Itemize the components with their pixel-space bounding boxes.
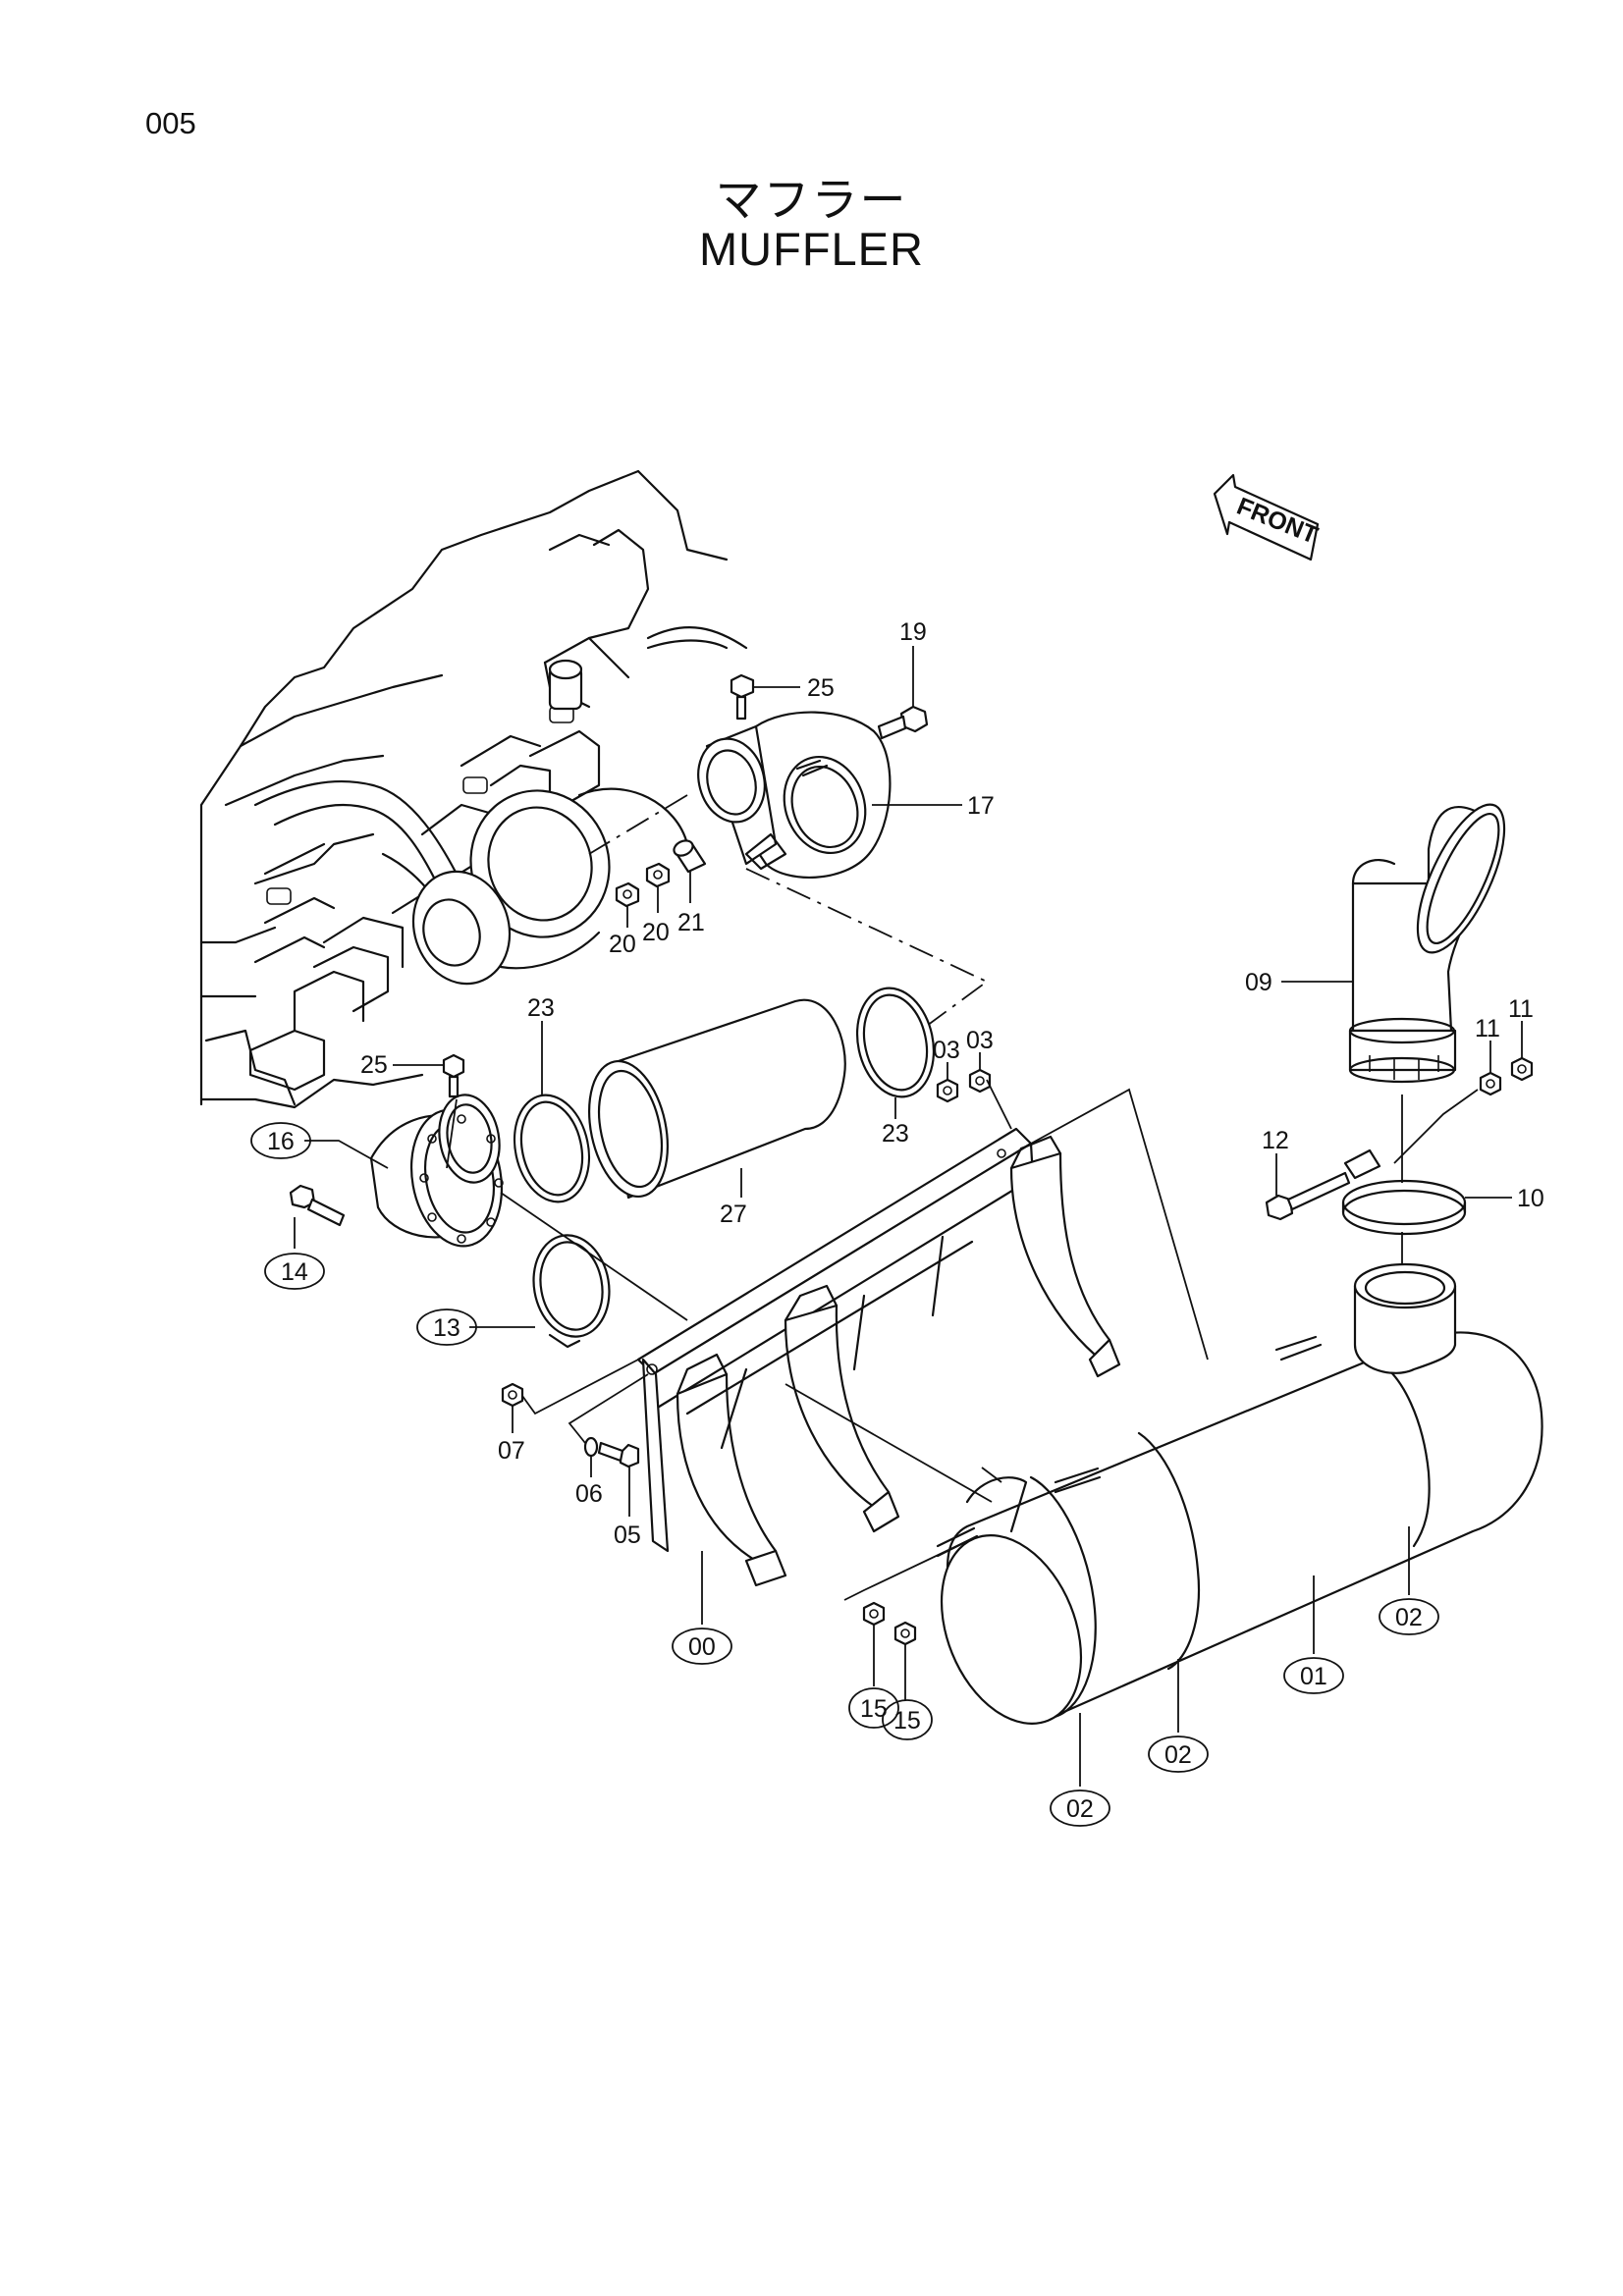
callout-20-a: 20	[609, 931, 636, 958]
turbocharger	[411, 787, 689, 986]
callout-23-left: 23	[527, 994, 555, 1022]
exhaust-stack-09	[1348, 803, 1506, 1084]
bolt-05	[597, 1441, 640, 1468]
callout-09: 09	[1245, 969, 1272, 996]
nut-11-b	[1510, 1056, 1534, 1082]
nut-15-b	[893, 1621, 917, 1646]
callout-00: 00	[688, 1633, 716, 1661]
ring-23-right	[855, 987, 936, 1098]
engine-block	[199, 469, 748, 1109]
callout-14: 14	[281, 1258, 308, 1286]
clamp-13	[532, 1234, 611, 1349]
callout-11-b: 11	[1508, 995, 1534, 1023]
clamp-10	[1341, 1148, 1467, 1236]
front-direction-arrow: FRONT	[1213, 473, 1322, 561]
page-code: 005	[145, 106, 196, 140]
callout-27: 27	[720, 1201, 747, 1228]
muffler-body-01	[936, 1262, 1543, 1725]
bolt-25-lower	[442, 1053, 465, 1098]
bracket-00	[636, 1127, 1121, 1587]
flange-elbow-16	[369, 1094, 504, 1248]
bolt-19	[877, 705, 929, 740]
bolt-14	[289, 1184, 346, 1227]
callout-03-a: 03	[933, 1037, 960, 1064]
washer-06	[583, 1436, 599, 1458]
spacer-21	[673, 839, 707, 874]
callout-20-b: 20	[642, 919, 670, 946]
callout-leaders	[294, 646, 1523, 1787]
callout-02-a: 02	[1395, 1604, 1423, 1631]
callout-15-b: 15	[893, 1707, 921, 1735]
callout-03-b: 03	[966, 1027, 994, 1054]
callout-01: 01	[1300, 1663, 1327, 1690]
nut-15-a	[862, 1601, 886, 1627]
callout-02-c: 02	[1066, 1795, 1094, 1823]
callout-07: 07	[498, 1437, 525, 1465]
front-arrow-label: FRONT	[1233, 493, 1322, 550]
callout-13: 13	[433, 1314, 460, 1342]
nut-11-a	[1479, 1071, 1502, 1096]
bolt-25-upper	[730, 673, 755, 721]
callout-06: 06	[575, 1480, 603, 1508]
callout-05: 05	[614, 1522, 641, 1549]
ring-23-left	[513, 1094, 591, 1203]
callout-12: 12	[1262, 1127, 1289, 1154]
callout-21: 21	[677, 909, 705, 936]
nut-07	[501, 1382, 524, 1408]
callout-11-a: 11	[1475, 1015, 1500, 1042]
pipe-27	[587, 998, 846, 1200]
title-japanese: マフラー	[715, 174, 908, 228]
callout-23-right: 23	[882, 1120, 909, 1148]
callout-25-upper: 25	[807, 674, 835, 702]
callout-labels: 19 25 17 20 20 21 23 23 27 25 16 14 13 0…	[250, 618, 1544, 1827]
callout-19: 19	[899, 618, 927, 646]
nut-03-a	[936, 1078, 959, 1103]
callout-17: 17	[967, 792, 995, 820]
nut-20-a	[615, 881, 640, 908]
callout-16: 16	[267, 1128, 295, 1155]
callout-25-lower: 25	[360, 1051, 388, 1079]
nut-20-b	[645, 862, 671, 888]
exhaust-elbow	[697, 711, 892, 879]
title-english: MUFFLER	[699, 223, 924, 275]
bolt-12	[1265, 1171, 1351, 1221]
callout-10: 10	[1517, 1185, 1544, 1212]
callout-02-b: 02	[1164, 1741, 1192, 1769]
